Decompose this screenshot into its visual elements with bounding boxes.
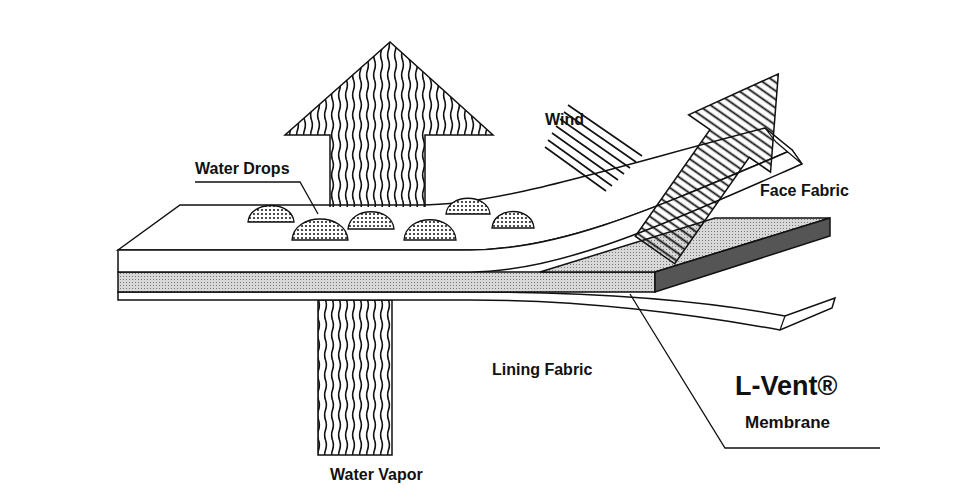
- part-label: Wind: [545, 111, 584, 129]
- water-drops: [248, 198, 534, 240]
- lining-fold: [780, 316, 785, 330]
- wind-arrow: [614, 45, 819, 278]
- vapor-arrow-upper: [285, 42, 493, 207]
- water-drops-leader: [195, 182, 318, 214]
- part-label: Water Drops: [195, 160, 290, 178]
- wind-lines: [545, 105, 642, 191]
- part-label: Water Vapor: [330, 466, 423, 484]
- membrane-leader: [630, 294, 880, 448]
- brand-label: L-Vent®: [735, 372, 837, 402]
- vapor-arrow-lower: [318, 300, 392, 455]
- part-label: Face Fabric: [760, 182, 849, 200]
- part-label: Lining Fabric: [492, 361, 592, 379]
- part-label: Membrane: [745, 414, 830, 433]
- lining-fabric: [118, 292, 835, 330]
- membrane-front: [118, 272, 655, 292]
